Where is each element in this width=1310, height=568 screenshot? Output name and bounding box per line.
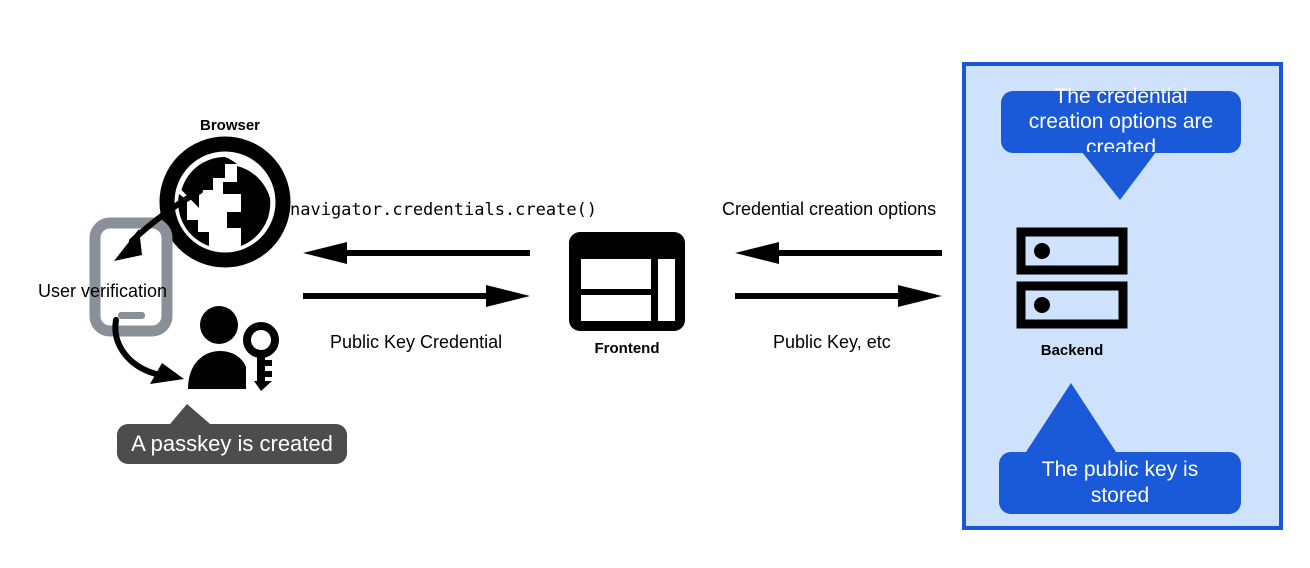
arrow-frontend-to-browser [303, 242, 530, 264]
frontend-label: Frontend [594, 340, 660, 357]
public-key-stored-callout-pointer [1008, 383, 1148, 455]
credential-creation-options-label: Credential creation options [722, 199, 937, 219]
passkey-created-callout: A passkey is created [117, 424, 347, 464]
backend-label: Backend [1040, 342, 1104, 359]
arrow-frontend-to-backend [735, 285, 942, 307]
web-layout-icon [568, 231, 686, 332]
navigator-credentials-create-label: navigator.credentials.create() [290, 200, 598, 220]
browser-label: Browser [199, 117, 261, 134]
person-with-key-icon [186, 305, 282, 391]
arrow-phone-to-user [110, 317, 210, 390]
globe-icon [159, 136, 291, 268]
passkey-callout-pointer [165, 404, 225, 432]
server-rack-icon [1016, 227, 1128, 330]
user-verification-label: User verification [38, 281, 168, 301]
arrow-browser-to-phone [98, 185, 208, 280]
public-key-credential-label: Public Key Credential [330, 332, 503, 352]
credential-options-callout-pointer [1082, 152, 1156, 200]
public-key-etc-label: Public Key, etc [773, 332, 891, 352]
arrow-browser-to-frontend [303, 285, 530, 307]
arrow-backend-to-frontend [735, 242, 942, 264]
credential-options-created-callout: The credential creation options are crea… [1001, 85, 1241, 159]
smartphone-icon [89, 217, 173, 337]
public-key-stored-callout: The public key is stored [999, 452, 1241, 514]
